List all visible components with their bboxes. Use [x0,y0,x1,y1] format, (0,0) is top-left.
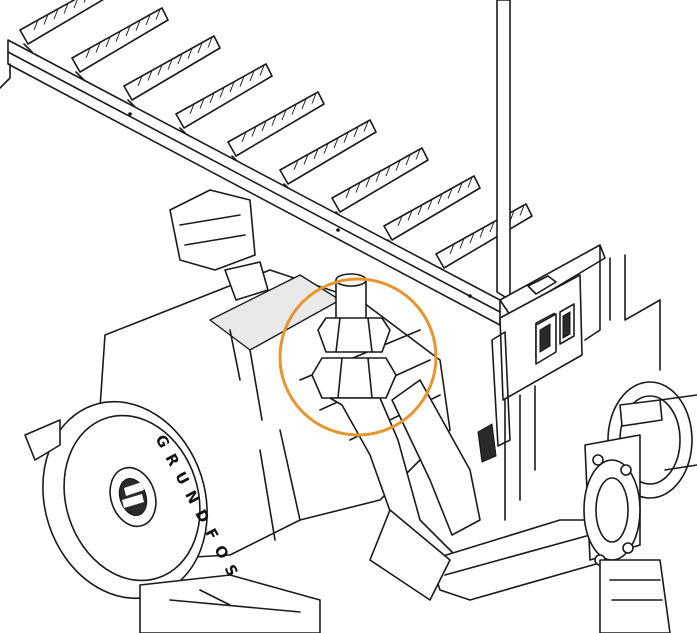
heat-exchanger-fin [227,91,325,157]
highlight-circle [278,277,438,437]
fin-ridges [137,37,213,87]
heat-exchanger-fin [123,35,221,101]
heat-exchanger-fin [19,0,105,45]
fin-ridges [345,149,421,199]
fin-ridges [33,0,86,31]
fin-ridges [85,9,161,59]
fin-ridges [189,65,265,115]
valve-assembly [583,381,697,633]
fin-tab [23,43,33,53]
pipe-union-fitting [311,273,481,561]
heat-exchanger-fins [19,0,533,277]
mounting-bracket [477,274,583,521]
heat-exchanger-fin [383,175,481,241]
discharge-pipe [369,509,611,601]
base-plate [24,419,321,633]
heat-exchanger-fin [279,119,377,185]
fin-ridges [241,93,317,143]
heat-exchanger-fin [175,63,273,129]
fin-ridges [293,121,369,171]
fin-ridges [397,177,473,227]
heat-exchanger-fin [71,7,169,73]
heat-exchanger-fin [435,203,533,269]
heat-exchanger-fin [331,147,429,213]
